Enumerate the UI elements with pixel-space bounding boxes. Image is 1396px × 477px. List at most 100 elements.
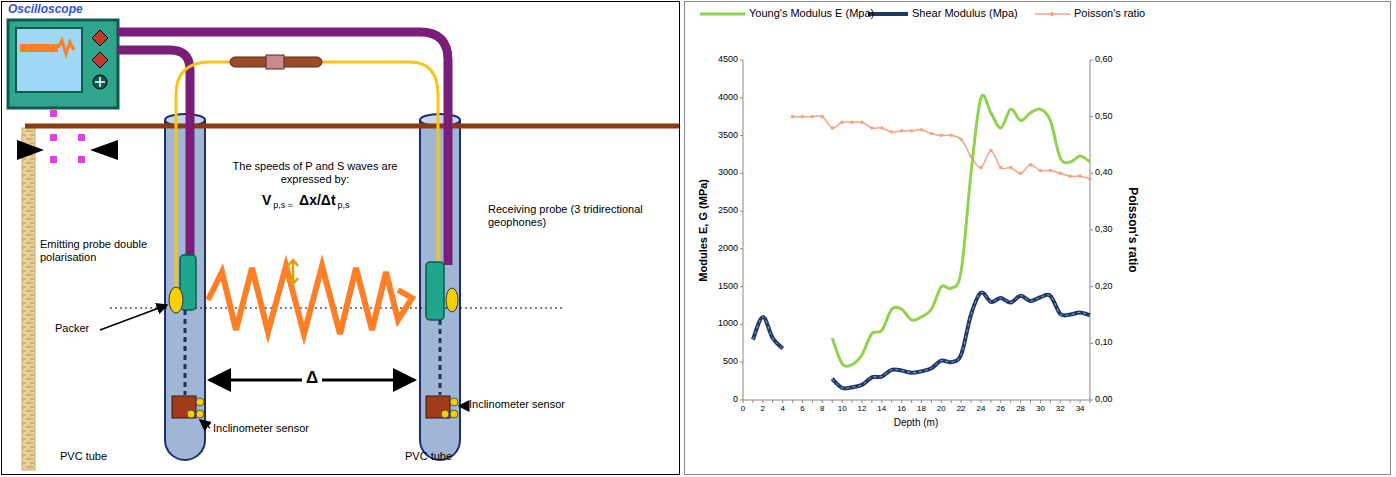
marker-triangle: [90, 140, 118, 160]
formula-caption: The speeds of P and S waves are expresse…: [215, 160, 415, 185]
data-marker: [821, 115, 825, 119]
axis-title: Modules E, G (MPa): [697, 179, 710, 282]
tick: [1000, 400, 1001, 403]
tick: [832, 400, 833, 403]
part-label: Inclinometer sensor: [469, 398, 599, 411]
data-marker: [900, 129, 904, 133]
tick: [1030, 400, 1031, 403]
oscilloscope-screen: [16, 28, 82, 92]
tick: [740, 248, 743, 249]
part-label: Receiving probe (3 tridirectional geopho…: [488, 203, 648, 228]
legend-text: Young's Modulus E (Mpa): [749, 7, 874, 20]
tick: [740, 60, 743, 61]
tick-label: 4000: [700, 92, 738, 102]
data-marker: [880, 126, 884, 130]
tick: [812, 400, 813, 403]
screen-trace: [58, 40, 74, 54]
oscilloscope-knob: [95, 77, 105, 87]
oscilloscope-box: Oscilloscope: [8, 20, 118, 108]
data-marker: [1078, 174, 1082, 178]
tick-label: 0: [733, 404, 753, 413]
polarisation-arrow: [288, 260, 298, 284]
tick: [1090, 230, 1093, 231]
data-marker: [979, 166, 983, 170]
tick-label: 0,60: [1095, 54, 1125, 64]
part-label: Packer: [55, 322, 100, 335]
tick: [1090, 60, 1093, 61]
probe-rod: [184, 310, 187, 395]
receiver-clamp: [446, 288, 458, 312]
tick: [871, 400, 872, 403]
tick-label: 34: [1070, 404, 1090, 413]
legend-text: Poisson's ratio: [1074, 7, 1145, 20]
tick: [1090, 343, 1093, 344]
tick: [1020, 400, 1021, 403]
tick-label: 22: [951, 404, 971, 413]
tick: [990, 400, 991, 403]
tick-label: 28: [1011, 404, 1031, 413]
shear-modulus-curve: [832, 292, 1090, 388]
tick-label: 3500: [700, 130, 738, 140]
tick: [740, 211, 743, 212]
tick-label: 20: [931, 404, 951, 413]
leader-arrow: [459, 405, 466, 407]
tick: [740, 286, 743, 287]
tick: [802, 400, 803, 403]
axis-title: Depth (m): [866, 417, 966, 429]
sensor-dots: [441, 398, 458, 418]
tick: [852, 400, 853, 403]
cable: [118, 32, 448, 265]
tick: [931, 400, 932, 403]
tick: [980, 400, 981, 403]
tick: [941, 400, 942, 403]
youngs-modulus-curve: [832, 95, 1090, 366]
tick: [1050, 400, 1051, 403]
tick-label: 4: [773, 404, 793, 413]
tick: [842, 400, 843, 403]
device-title: Oscilloscope: [8, 3, 83, 17]
tick: [740, 97, 743, 98]
shear-modulus-curve: [832, 292, 1090, 388]
tick: [743, 400, 744, 403]
pvc-tube: [165, 120, 205, 460]
tick: [822, 400, 823, 403]
data-marker: [930, 132, 934, 136]
data-marker: [959, 138, 963, 142]
tick: [1040, 400, 1041, 403]
data-marker: [939, 134, 943, 138]
tick-label: 500: [700, 356, 738, 366]
tick-label: 1500: [700, 281, 738, 291]
tick: [762, 400, 763, 403]
tick: [901, 400, 902, 403]
panel-border: [2, 2, 680, 475]
tick: [782, 400, 783, 403]
data-marker: [850, 121, 854, 125]
tick: [1080, 400, 1081, 403]
tick-label: 0,40: [1095, 167, 1125, 177]
probe-rod: [439, 320, 442, 395]
formula-part: p,s: [338, 200, 350, 210]
inclinometer-sensor: [426, 396, 450, 418]
part-label: PVC tube: [405, 450, 485, 463]
tick: [1010, 400, 1011, 403]
screen-trace: [20, 44, 58, 52]
axis-ticks: [740, 60, 1093, 403]
tick-label: 0,30: [1095, 224, 1125, 234]
tick: [1060, 400, 1061, 403]
part-label: Inclinometer sensor: [213, 422, 343, 435]
tick: [752, 400, 753, 403]
data-marker: [811, 115, 815, 119]
oscilloscope-body: [8, 20, 118, 108]
data-marker: [1009, 166, 1013, 170]
tick-label: 18: [911, 404, 931, 413]
shear-modulus-curve: [753, 317, 783, 349]
data-marker: [1088, 177, 1092, 181]
shear-modulus-curve: [753, 317, 783, 349]
tick-label: 2000: [700, 243, 738, 253]
tick: [951, 400, 952, 403]
data-marker: [1039, 169, 1043, 173]
data-marker: [890, 130, 894, 134]
tick-label: 26: [991, 404, 1011, 413]
tick: [1090, 286, 1093, 287]
